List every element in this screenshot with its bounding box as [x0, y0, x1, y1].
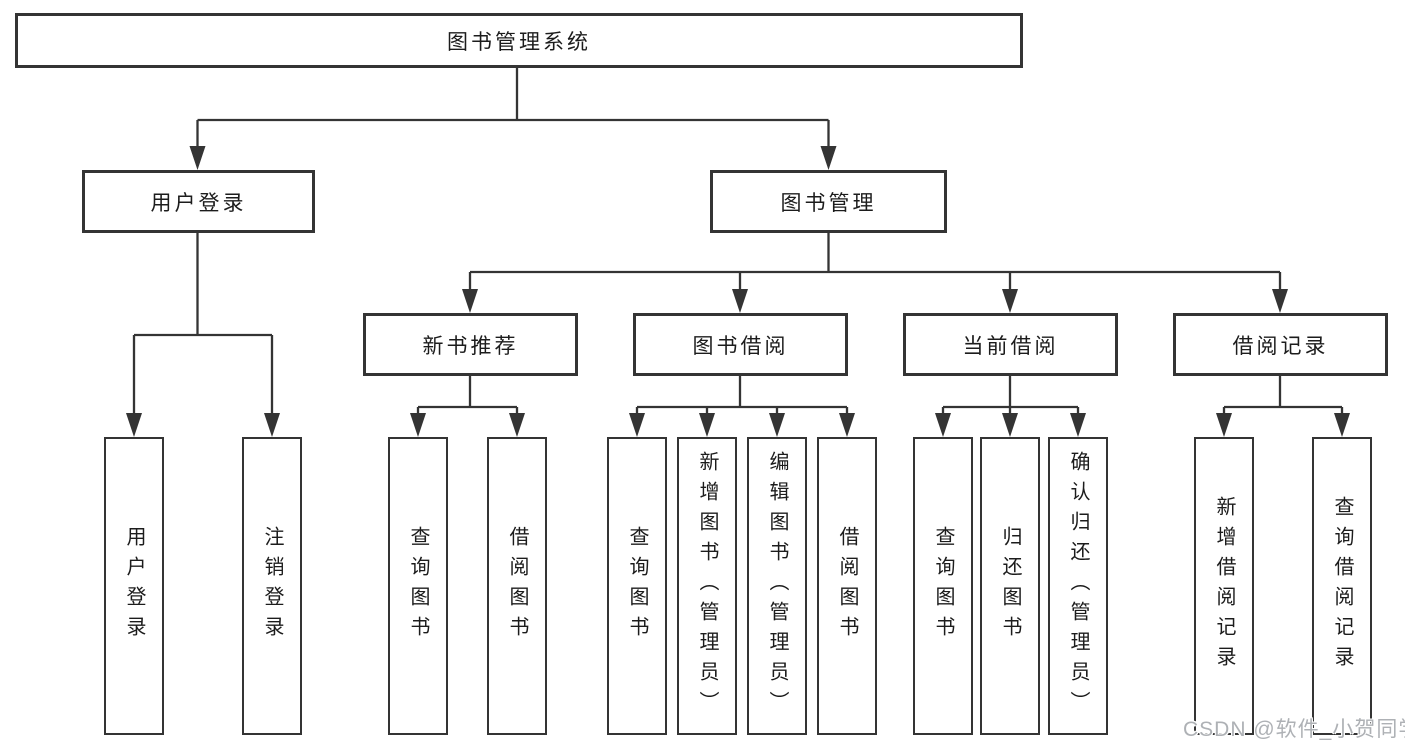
node-user-login: 用户登录 — [82, 170, 315, 233]
leaf-borrow-books-recommend-label: 借阅图书 — [506, 526, 528, 646]
leaf-borrow-books-label: 借阅图书 — [836, 526, 858, 646]
leaf-query-books-current: 查询图书 — [913, 437, 973, 735]
leaf-add-borrow-record: 新增借阅记录 — [1194, 437, 1254, 735]
leaf-query-borrow-record-label: 查询借阅记录 — [1331, 496, 1353, 676]
leaf-add-borrow-record-label: 新增借阅记录 — [1213, 496, 1235, 676]
node-current-borrowing: 当前借阅 — [903, 313, 1118, 376]
leaf-query-books-current-label: 查询图书 — [932, 526, 954, 646]
leaf-return-books: 归还图书 — [980, 437, 1040, 735]
leaf-query-books-borrowing: 查询图书 — [607, 437, 667, 735]
leaf-borrow-books: 借阅图书 — [817, 437, 877, 735]
node-book-borrowing: 图书借阅 — [633, 313, 848, 376]
leaf-edit-books-admin-label: 编辑图书（管理员） — [766, 451, 788, 721]
leaf-query-borrow-record: 查询借阅记录 — [1312, 437, 1372, 735]
leaf-borrow-books-recommend: 借阅图书 — [487, 437, 547, 735]
node-book-management: 图书管理 — [710, 170, 947, 233]
leaf-add-books-admin-label: 新增图书（管理员） — [696, 451, 718, 721]
leaf-logout: 注销登录 — [242, 437, 302, 735]
node-borrowing-records: 借阅记录 — [1173, 313, 1388, 376]
leaf-confirm-return-admin: 确认归还（管理员） — [1048, 437, 1108, 735]
leaf-query-books-recommend: 查询图书 — [388, 437, 448, 735]
leaf-edit-books-admin: 编辑图书（管理员） — [747, 437, 807, 735]
leaf-return-books-label: 归还图书 — [999, 526, 1021, 646]
node-library-management-system: 图书管理系统 — [15, 13, 1023, 68]
node-new-book-recommendation: 新书推荐 — [363, 313, 578, 376]
leaf-user-login-label: 用户登录 — [123, 526, 145, 646]
leaf-query-books-recommend-label: 查询图书 — [407, 526, 429, 646]
leaf-user-login: 用户登录 — [104, 437, 164, 735]
csdn-watermark: CSDN @软件_小贺同学 — [1183, 718, 1405, 741]
leaf-query-books-borrowing-label: 查询图书 — [626, 526, 648, 646]
leaf-confirm-return-admin-label: 确认归还（管理员） — [1067, 451, 1089, 721]
leaf-add-books-admin: 新增图书（管理员） — [677, 437, 737, 735]
leaf-logout-label: 注销登录 — [261, 526, 283, 646]
